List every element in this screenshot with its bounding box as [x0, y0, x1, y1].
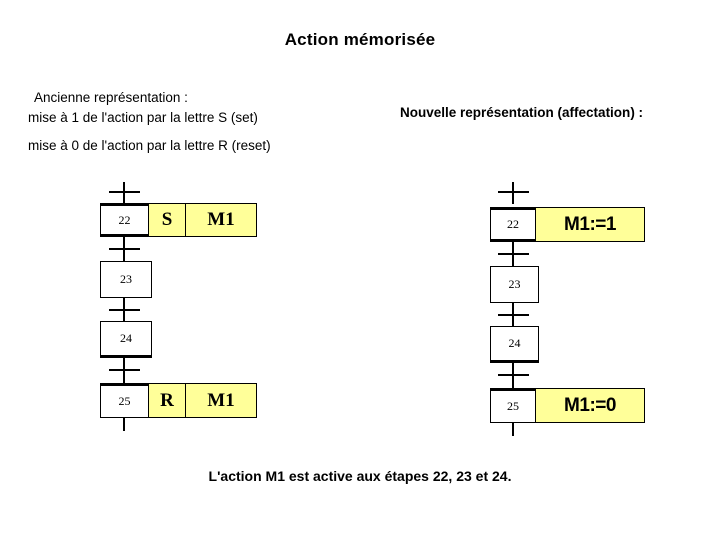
- link-line-above-step-22-new: [512, 182, 514, 204]
- step-box-25-new[interactable]: 25: [490, 388, 536, 423]
- action-cell-25-new[interactable]: M1:=0: [535, 388, 645, 423]
- transition-bar-23-24: [109, 309, 140, 311]
- old-representation-heading: Ancienne représentation :: [34, 90, 188, 105]
- link-line-below-step-25: [123, 417, 125, 431]
- step-box-22-new[interactable]: 22: [490, 207, 536, 242]
- new-representation-emphasis: affectation: [562, 105, 631, 120]
- step-box-24-new[interactable]: 24: [490, 326, 539, 363]
- old-representation-text: Ancienne représentation : mise à 1 de l'…: [28, 88, 368, 156]
- action-cell-22[interactable]: M1: [185, 203, 257, 237]
- grafcet-diagram-new: 22 M1:=1 23 24 25 M1:=0: [390, 0, 720, 440]
- transition-bar-24-25-new: [498, 374, 529, 376]
- old-representation-set-line: mise à 1 de l'action par la lettre S (se…: [28, 110, 258, 125]
- page-title: Action mémorisée: [284, 30, 436, 49]
- old-representation-reset-line: mise à 0 de l'action par la lettre R (re…: [28, 138, 271, 153]
- step-box-23[interactable]: 23: [100, 261, 152, 298]
- new-representation-prefix: Nouvelle représentation (: [400, 105, 563, 120]
- link-line-above-step-22: [123, 182, 125, 204]
- step-box-24[interactable]: 24: [100, 321, 152, 358]
- action-qualifier-cell-22[interactable]: S: [148, 203, 186, 237]
- grafcet-diagram-old: 22 S M1 23 24 25 R M1: [0, 0, 300, 440]
- action-cell-25[interactable]: M1: [185, 383, 257, 418]
- link-line-below-step-25-new: [512, 422, 514, 436]
- new-representation-heading: Nouvelle représentation (affectation) :: [400, 105, 643, 120]
- action-cell-22-new[interactable]: M1:=1: [535, 207, 645, 242]
- step-box-22[interactable]: 22: [100, 203, 149, 237]
- transition-bar-above-step-22-new: [498, 191, 529, 193]
- bottom-caption: L'action M1 est active aux étapes 22, 23…: [208, 468, 512, 484]
- transition-bar-above-step-22: [109, 191, 140, 193]
- action-qualifier-cell-25[interactable]: R: [148, 383, 186, 418]
- transition-bar-22-23-new: [498, 253, 529, 255]
- step-box-23-new[interactable]: 23: [490, 266, 539, 303]
- transition-bar-24-25: [109, 369, 140, 371]
- new-representation-suffix: ) :: [630, 105, 644, 120]
- transition-bar-22-23: [109, 248, 140, 250]
- transition-bar-23-24-new: [498, 314, 529, 316]
- step-box-25[interactable]: 25: [100, 383, 149, 418]
